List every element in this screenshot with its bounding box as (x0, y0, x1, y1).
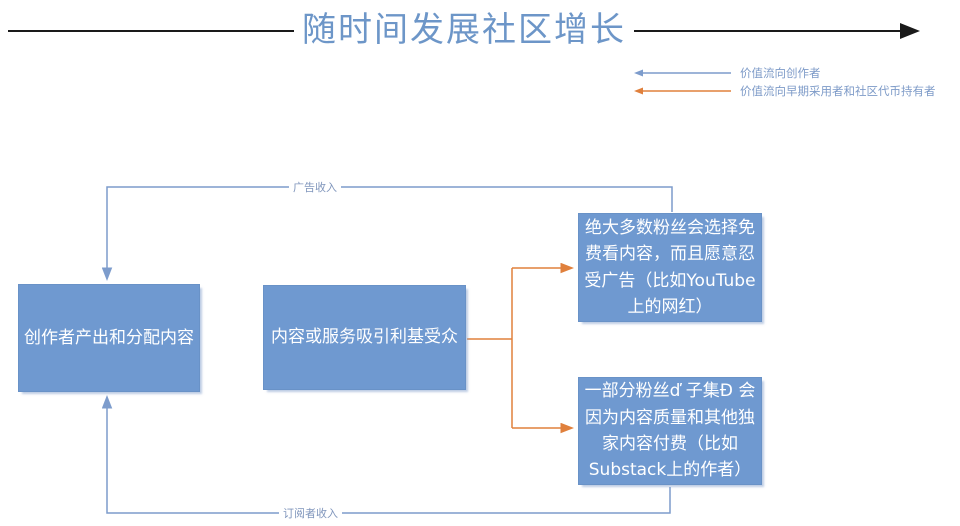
node-free-fans: 绝大多数粉丝会选择免费看内容，而且愿意忍受广告（比如YouTube上的网红） (578, 213, 762, 322)
edge-label-subscriber-revenue: 订阅者收入 (279, 507, 342, 520)
legend: 价值流向创作者 价值流向早期采用者和社区代币持有者 (633, 64, 936, 100)
node-creator-output: 创作者产出和分配内容 (18, 284, 200, 392)
legend-label: 价值流向早期采用者和社区代币持有者 (740, 84, 936, 98)
page-title: 随时间发展社区增长 (294, 7, 634, 53)
legend-label: 价值流向创作者 (740, 66, 821, 80)
edge-label-ad-revenue: 广告收入 (289, 181, 341, 194)
node-paying-fans: 一部分粉丝ď 子集Đ 会因为内容质量和其他独家内容付费（比如Substack上的… (578, 377, 762, 485)
legend-item-early-adopters: 价值流向早期采用者和社区代币持有者 (633, 82, 936, 100)
left-arrow-orange-icon (634, 87, 731, 95)
node-content-attracts-audience: 内容或服务吸引利基受众 (263, 285, 466, 390)
legend-item-creators: 价值流向创作者 (633, 64, 936, 82)
left-arrow-blue-icon (634, 69, 731, 77)
